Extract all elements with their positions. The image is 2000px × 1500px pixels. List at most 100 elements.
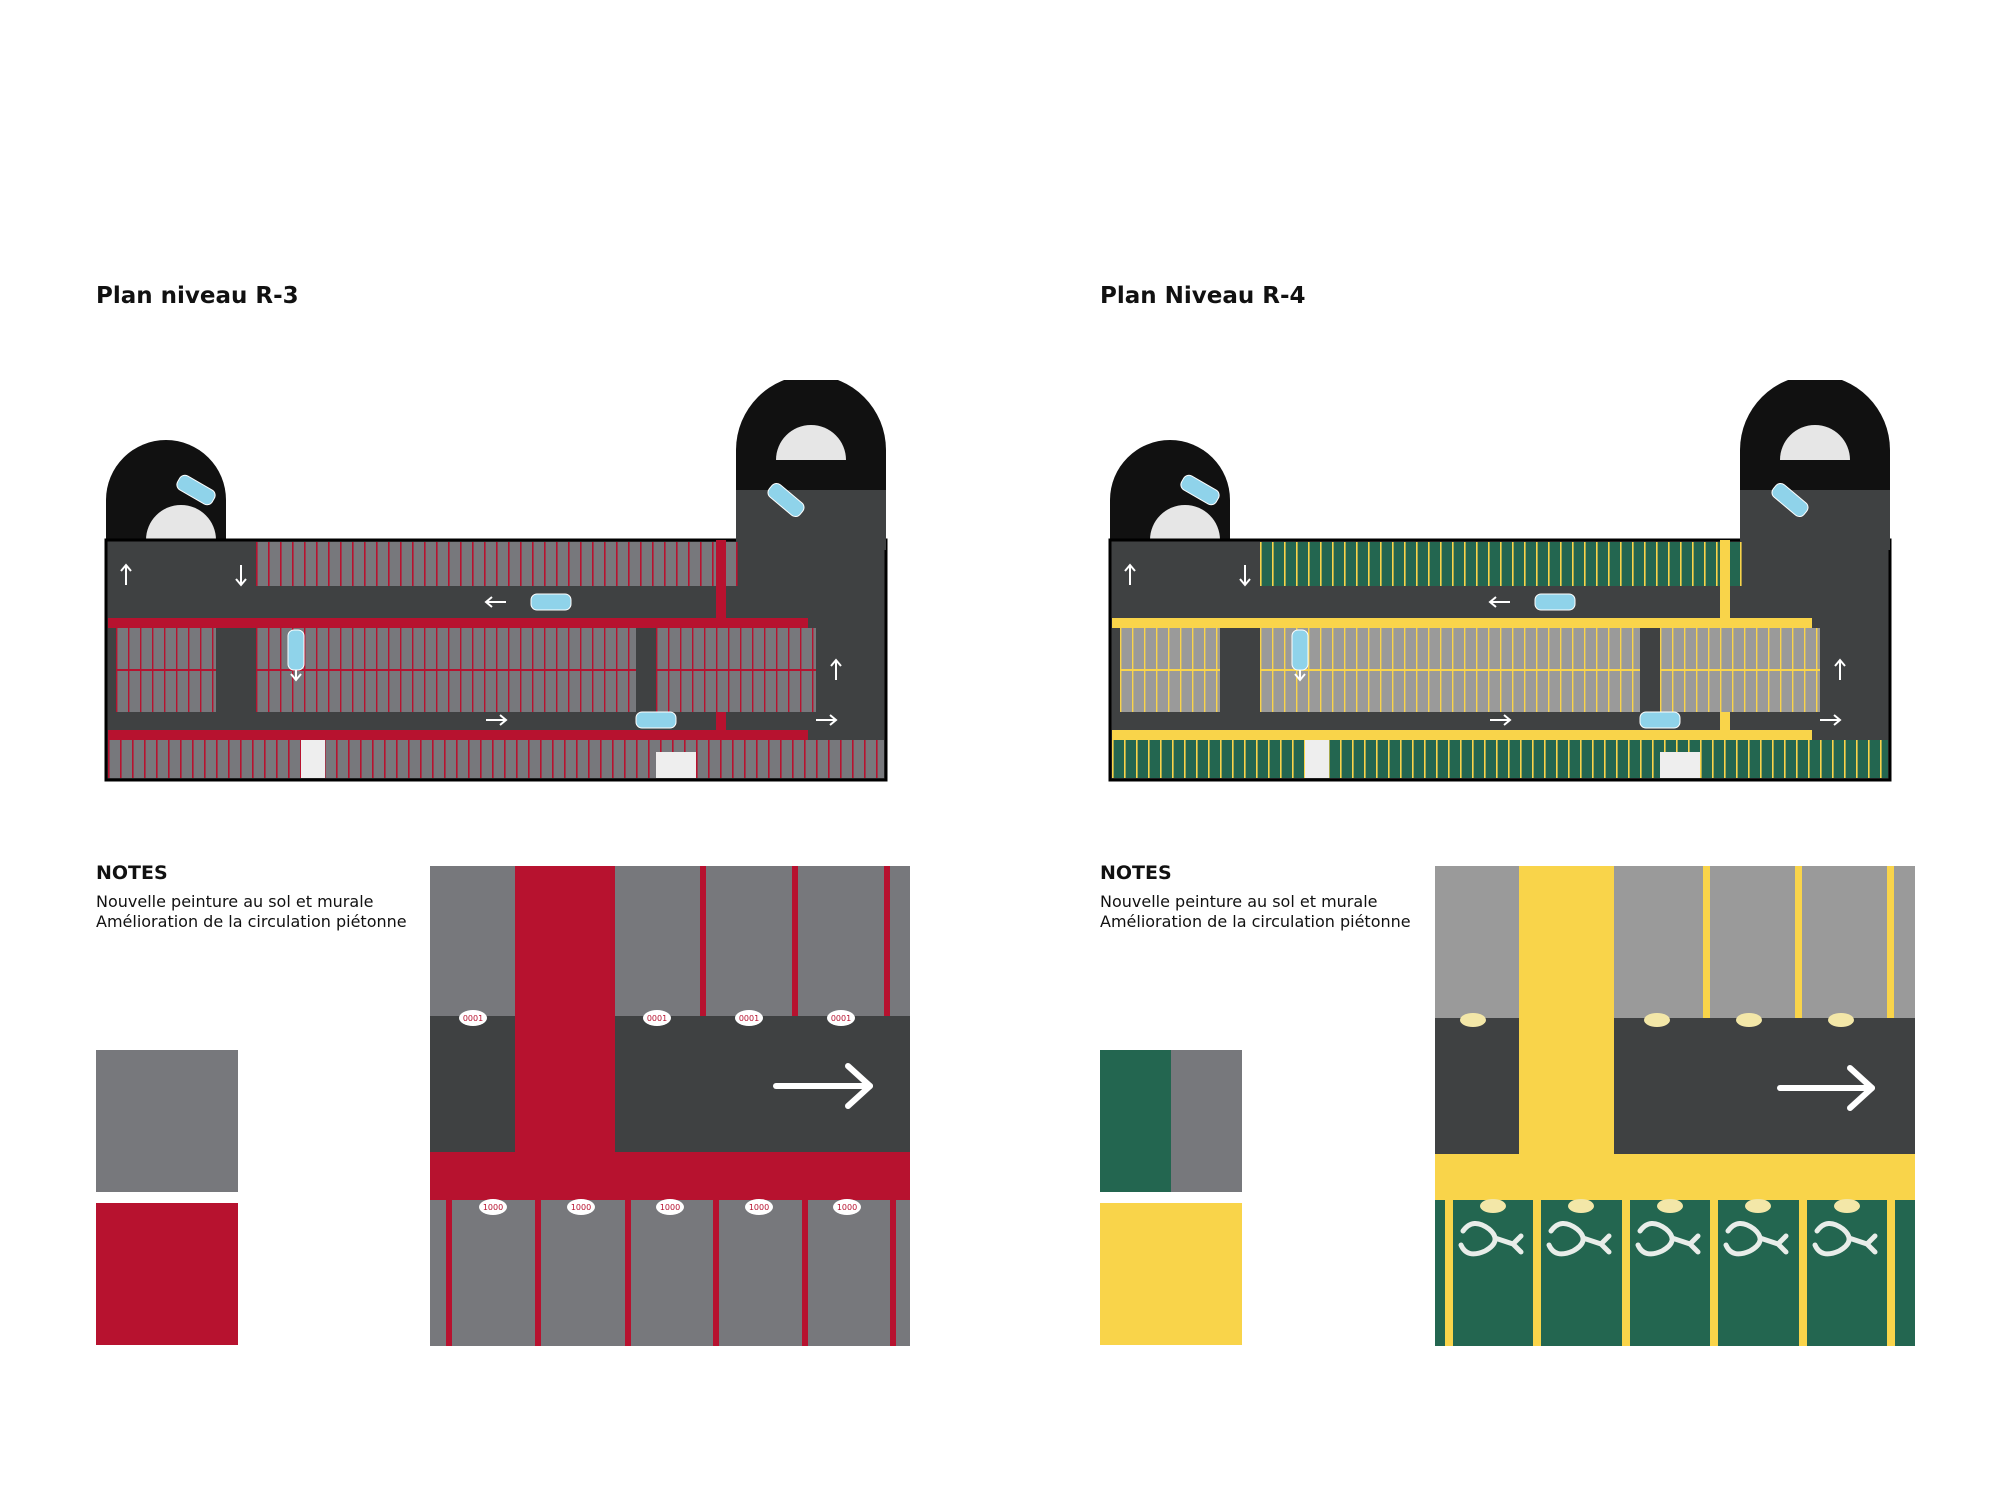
notes-heading-r4: NOTES	[1100, 862, 1172, 884]
stall-divider	[628, 542, 630, 586]
stall-marker	[459, 1010, 487, 1026]
stall-divider	[384, 740, 386, 778]
stall-divider	[240, 740, 242, 778]
ev-stall-row	[1435, 1200, 1915, 1346]
color-swatch-stall-r3	[96, 1050, 238, 1192]
stall-divider	[840, 740, 842, 778]
stall-divider	[1796, 740, 1798, 778]
stall-divider	[1640, 740, 1642, 778]
stall-divider	[1760, 740, 1762, 778]
color-swatch-line-r4	[1100, 1203, 1242, 1345]
island-center-line	[1660, 669, 1820, 671]
stall-divider	[432, 740, 434, 778]
stall-divider	[1548, 542, 1550, 586]
color-swatch-stall-r4	[1171, 1050, 1242, 1192]
stall-divider	[1820, 740, 1822, 778]
stall-marker	[1745, 1199, 1771, 1213]
plan-title-r4: Plan Niveau R-4	[1100, 283, 1306, 309]
stall-divider	[1400, 740, 1402, 778]
stall-divider	[588, 740, 590, 778]
stall-divider	[376, 542, 378, 586]
detail-view-r3: 0001 0001 0001 0001 1000 1000 1000 1000 …	[430, 866, 910, 1346]
arrow-up-icon	[830, 658, 842, 680]
stall-divider	[336, 740, 338, 778]
stall-divider	[360, 740, 362, 778]
stall-divider	[1544, 740, 1546, 778]
stall-divider	[1795, 866, 1802, 1018]
stall-divider	[1700, 740, 1702, 778]
stall-divider	[884, 866, 890, 1016]
island-center-line	[256, 669, 636, 671]
stall-divider	[612, 740, 614, 778]
stall-divider	[436, 542, 438, 586]
stall-divider	[504, 740, 506, 778]
stall-divider	[1232, 740, 1234, 778]
stall-divider	[268, 542, 270, 586]
stall-divider	[532, 542, 534, 586]
stall-divider	[1520, 740, 1522, 778]
stall-divider	[1622, 1200, 1630, 1346]
stall-divider	[348, 740, 350, 778]
stall-marker	[1657, 1199, 1683, 1213]
arrow-up-icon	[1124, 563, 1136, 585]
stall-divider	[444, 740, 446, 778]
stall-divider	[535, 1200, 541, 1346]
stall-divider	[144, 740, 146, 778]
stall-divider	[1376, 740, 1378, 778]
stall-divider	[180, 740, 182, 778]
stall-divider	[108, 740, 110, 778]
stall-divider	[1680, 542, 1682, 586]
stall-divider	[1404, 542, 1406, 586]
stall-divider	[364, 542, 366, 586]
stall-divider	[1496, 740, 1498, 778]
stall-divider	[568, 542, 570, 586]
stall-marker	[479, 1199, 507, 1215]
stall-row-bottom	[1112, 740, 1888, 778]
stall-divider	[676, 542, 678, 586]
stall-divider	[1580, 740, 1582, 778]
ev-charging-icon	[1458, 1221, 1524, 1257]
stall-divider	[1703, 866, 1710, 1018]
walkway-horizontal-top	[108, 618, 808, 628]
stall-divider	[480, 740, 482, 778]
stall-divider	[1868, 740, 1870, 778]
stall-divider	[1604, 740, 1606, 778]
notes-heading-r3: NOTES	[96, 862, 168, 884]
arrow-right-icon	[1490, 714, 1512, 726]
car-icon	[176, 474, 216, 506]
stall-divider	[1799, 1200, 1807, 1346]
stall-divider	[252, 740, 254, 778]
stall-divider	[1424, 740, 1426, 778]
stall-marker-label: 0001	[831, 1014, 851, 1023]
stall-divider	[713, 1200, 719, 1346]
stall-divider	[1584, 542, 1586, 586]
stall-marker-row-bottom: 1000 1000 1000 1000 1000	[479, 1199, 861, 1215]
stall-divider	[1508, 740, 1510, 778]
stall-divider	[1445, 1200, 1453, 1346]
note-line-2-r3: Amélioration de la circulation piétonne	[96, 912, 407, 931]
stall-divider	[1220, 740, 1222, 778]
ramp-core-right	[776, 425, 846, 460]
stall-divider	[864, 740, 866, 778]
stall-divider	[472, 542, 474, 586]
stall-divider	[492, 740, 494, 778]
stall-divider	[520, 542, 522, 586]
red-walkway-vertical	[515, 866, 615, 1200]
stall-divider	[1556, 740, 1558, 778]
arrow-left-icon	[1488, 596, 1510, 608]
stall-marker-label: 0001	[647, 1014, 667, 1023]
stall-divider	[736, 542, 738, 586]
stall-divider	[1880, 740, 1882, 778]
stall-marker-row-top: 0001 0001 0001 0001	[459, 1010, 855, 1026]
stall-divider	[216, 740, 218, 778]
island-center-line	[656, 669, 816, 671]
stall-divider	[1172, 740, 1174, 778]
arrow-left-icon	[484, 596, 506, 608]
drive-lane	[430, 1016, 910, 1166]
floor-plan-r4	[1108, 380, 1892, 782]
walkway-horizontal-top	[1112, 618, 1812, 628]
stairwell	[1660, 752, 1700, 778]
stall-divider	[1344, 542, 1346, 586]
ev-charging-icon	[1635, 1221, 1701, 1257]
stall-divider	[528, 740, 530, 778]
